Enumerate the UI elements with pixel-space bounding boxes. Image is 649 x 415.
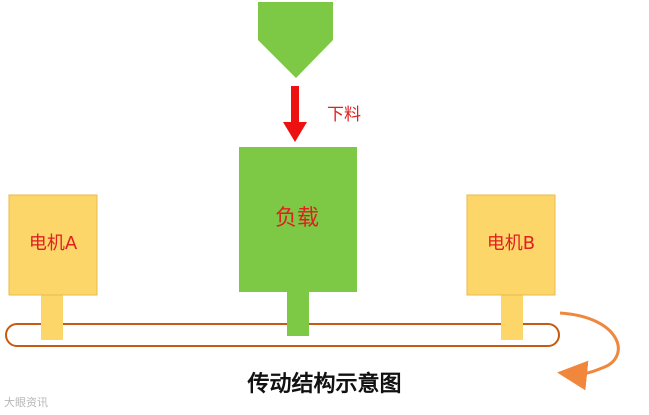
- load: [239, 147, 357, 292]
- motor-a-shaft: [41, 295, 63, 340]
- motor-b-shaft: [501, 295, 523, 340]
- load-shaft: [287, 291, 309, 336]
- rotation-arrow-icon: [557, 311, 620, 391]
- motor-b: [466, 194, 556, 296]
- feed-arrow-icon: [283, 86, 307, 142]
- motor-a: [8, 194, 98, 296]
- feed-label: 下料: [327, 105, 361, 125]
- hopper: [258, 2, 333, 78]
- diagram-caption: 传动结构示意图: [247, 372, 402, 397]
- load-label: 负载: [275, 206, 319, 231]
- watermark: 大眼资讯: [4, 396, 48, 409]
- transmission-belt: [5, 323, 560, 347]
- motor-a-label: 电机A: [29, 233, 78, 254]
- motor-b-label: 电机B: [487, 233, 535, 254]
